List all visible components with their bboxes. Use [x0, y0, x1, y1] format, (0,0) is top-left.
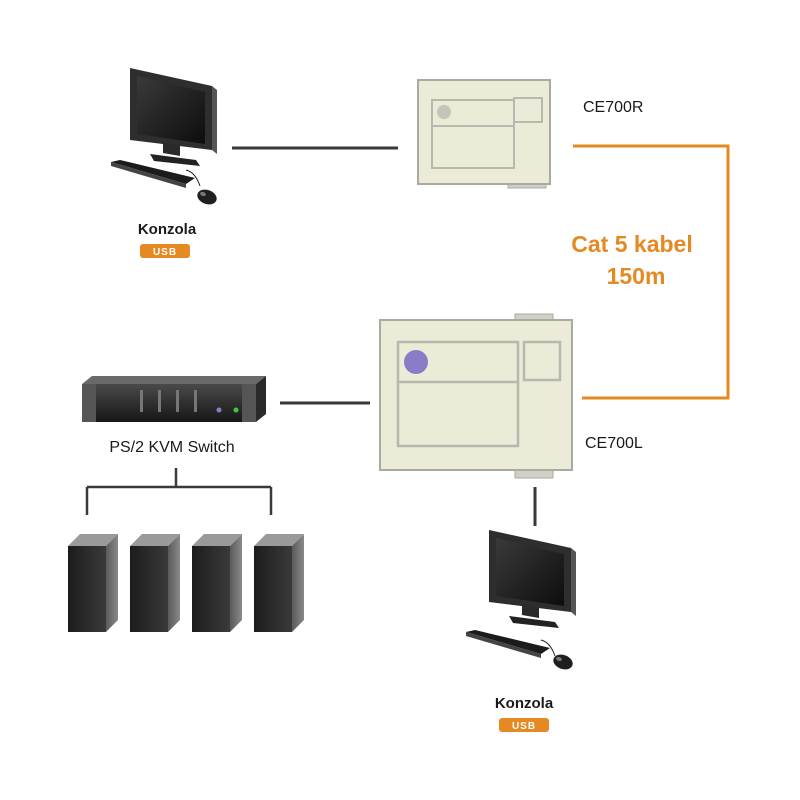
console-bottom: Konzola USB: [466, 530, 576, 732]
usb-badge-top: USB: [140, 244, 190, 258]
keyboard-icon: [466, 630, 556, 658]
console-top: Konzola USB: [111, 68, 217, 258]
local-unit-label: CE700L: [585, 435, 643, 452]
local-port-indicator: [404, 350, 428, 374]
keyboard-icon: [111, 160, 201, 188]
remote-port-indicator: [437, 105, 451, 119]
local-extender: [379, 313, 573, 479]
cat5-cable: [573, 144, 730, 400]
mouse-icon: [553, 654, 573, 670]
server-tower-2: [130, 534, 180, 632]
kvm-switch: [82, 376, 266, 422]
usb-badge-top-label: USB: [153, 247, 177, 258]
kvm-to-servers-bracket: [85, 468, 273, 515]
console-bottom-label: Konzola: [495, 695, 554, 712]
kvm-led-purple: [216, 407, 222, 413]
usb-badge-bottom: USB: [499, 718, 549, 732]
remote-unit-label: CE700R: [583, 99, 643, 116]
server-tower-1: [68, 534, 118, 632]
monitor-icon: [489, 530, 576, 628]
server-tower-3: [192, 534, 242, 632]
kvm-switch-label: PS/2 KVM Switch: [109, 439, 234, 456]
cable-length-label: 150m: [607, 263, 666, 289]
server-tower-4: [254, 534, 304, 632]
mouse-icon: [197, 189, 217, 205]
remote-extender: [417, 79, 551, 189]
usb-badge-bottom-label: USB: [512, 721, 536, 732]
kvm-led-green: [233, 407, 239, 413]
console-top-label: Konzola: [138, 221, 197, 238]
monitor-icon: [130, 68, 217, 166]
cable-type-label: Cat 5 kabel: [571, 231, 692, 257]
